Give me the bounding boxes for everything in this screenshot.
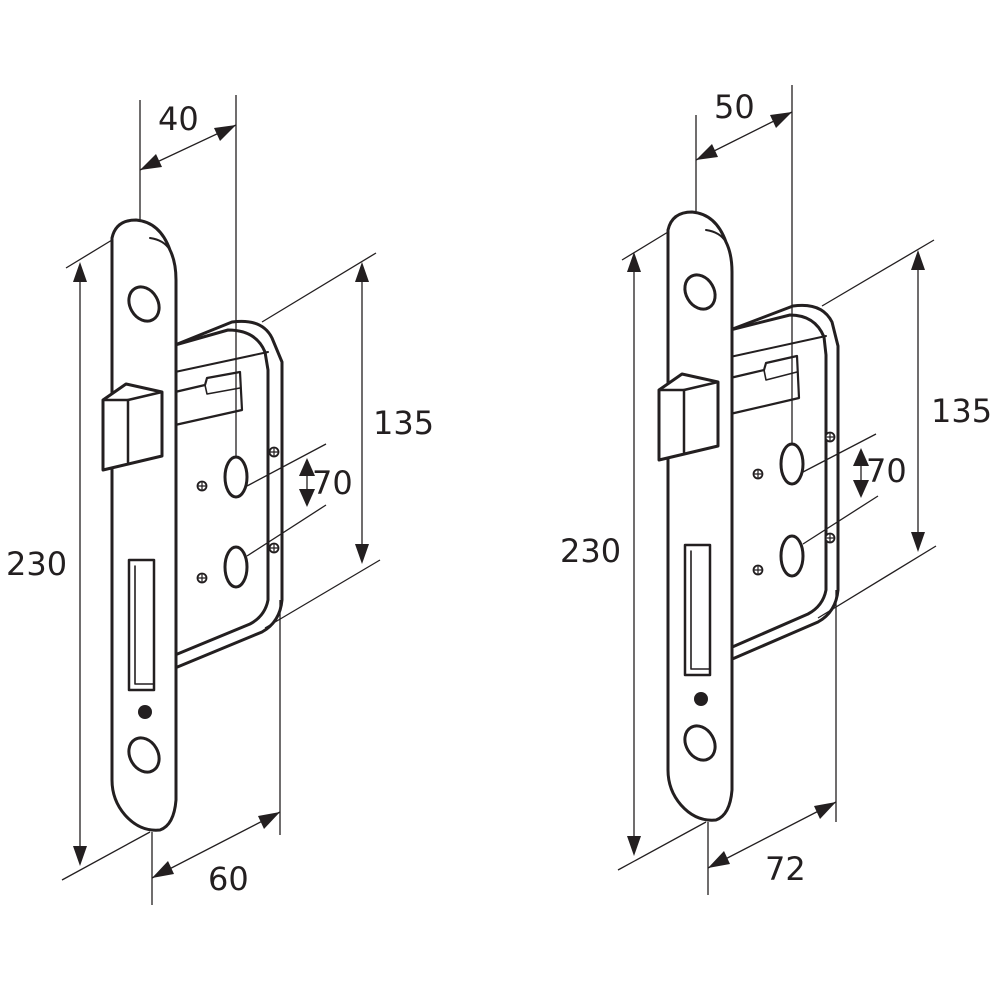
screw-right-3 (752, 564, 764, 576)
case-depth-label-left: 60 (208, 860, 249, 898)
faceplate-right (657, 210, 734, 822)
overall-height-label-left: 230 (6, 545, 67, 583)
overall-height-label-right: 230 (560, 532, 621, 570)
screw-right-4 (824, 532, 836, 544)
lock-left: 40 230 135 70 (6, 95, 434, 905)
screw-left-1 (196, 480, 208, 492)
faceplate-left (101, 218, 178, 832)
cylinder-hole-lower-left (223, 545, 249, 589)
screw-left-4 (268, 542, 280, 554)
dim-backset-right: 50 (695, 85, 793, 444)
case-height-label-left: 135 (373, 404, 434, 442)
dim-case-height-right: 135 (817, 239, 992, 619)
screw-right-1 (752, 468, 764, 480)
screw-left-2 (268, 446, 280, 458)
dim-overall-height-right: 230 (560, 231, 707, 871)
cylinder-hole-lower-right (779, 534, 805, 578)
center-distance-label-right: 70 (866, 452, 907, 490)
dim-overall-height-left: 230 (6, 239, 151, 881)
lock-right: 50 230 135 70 (560, 85, 992, 895)
dim-case-height-left: 135 (261, 252, 434, 629)
lock-case-left (173, 319, 284, 670)
dim-case-depth-left: 60 (151, 600, 281, 905)
dim-center-distance-left: 70 (246, 443, 353, 557)
handle-hole-upper-right (779, 442, 805, 486)
dim-case-depth-right: 72 (707, 590, 837, 895)
case-depth-label-right: 72 (765, 850, 806, 888)
backset-label-left: 40 (158, 100, 199, 138)
backset-label-right: 50 (714, 88, 755, 126)
latch-bolt-right (657, 372, 720, 462)
screw-right-2 (824, 431, 836, 443)
case-height-label-right: 135 (931, 392, 992, 430)
handle-hole-upper-left (223, 455, 249, 499)
latch-bolt-left (101, 382, 164, 472)
dim-center-distance-right: 70 (802, 433, 907, 545)
lock-case-right (728, 303, 840, 662)
screw-left-3 (196, 572, 208, 584)
center-distance-label-left: 70 (312, 464, 353, 502)
dim-backset-left: 40 (139, 95, 237, 458)
